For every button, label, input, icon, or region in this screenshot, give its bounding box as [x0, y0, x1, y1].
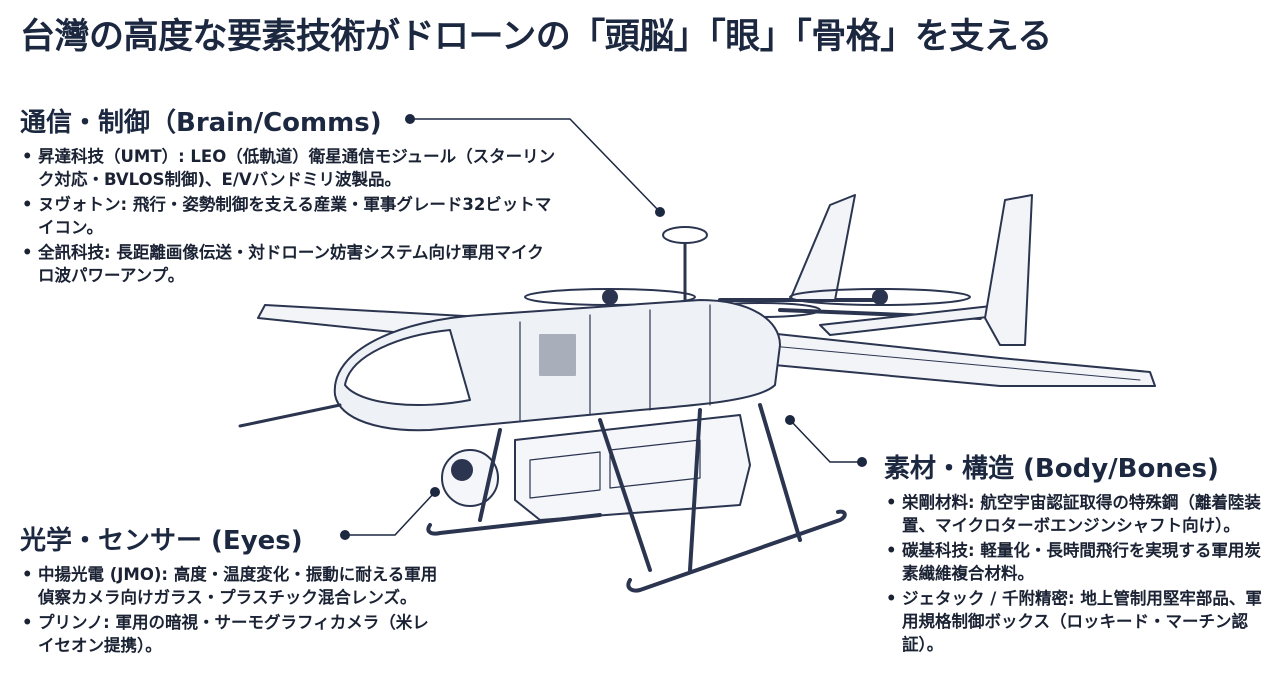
- right-wing: [719, 329, 1156, 387]
- callout-line-comms: [410, 118, 661, 213]
- list-item: ヌヴォトン: 飛行・姿勢制御を支える産業・軍事グレード32ビットマイコン。: [20, 193, 560, 239]
- vertical-tail-left: [789, 194, 856, 301]
- list-item: 栄剛材料: 航空宇宙認証取得の特殊鋼（離着陸装置、マイクロターボエンジンシャフト…: [884, 491, 1274, 537]
- list-item: 中揚光電 (JMO): 高度・温度変化・振動に耐える軍用偵察カメラ向けガラス・プ…: [20, 563, 440, 609]
- bullet-list: 中揚光電 (JMO): 高度・温度変化・振動に耐える軍用偵察カメラ向けガラス・プ…: [20, 563, 440, 657]
- list-item: 全訊科技: 長距離画像伝送・対ドローン妨害システム向け軍用マイクロ波パワーアンプ…: [20, 241, 560, 287]
- callout-dot: [785, 415, 795, 425]
- section-heading: 光学・センサー (Eyes): [20, 526, 303, 556]
- page-title: 台灣の高度な要素技術がドローンの「頭脳」「眼」「骨格」を支える: [20, 17, 1052, 57]
- list-item: 昇達科技（UMT）: LEO（低軌道）衛星通信モジュール（スターリンク対応・BV…: [20, 145, 560, 191]
- callout-dot: [655, 207, 665, 217]
- section-heading: 通信・制御（Brain/Comms): [20, 108, 382, 138]
- callout-dot: [430, 487, 440, 497]
- bullet-list: 栄剛材料: 航空宇宙認証取得の特殊鋼（離着陸装置、マイクロターボエンジンシャフト…: [884, 491, 1274, 656]
- callout-dot: [857, 457, 867, 467]
- section-comms: 通信・制御（Brain/Comms) 昇達科技（UMT）: LEO（低軌道）衛星…: [20, 102, 560, 289]
- canopy: [344, 329, 471, 406]
- payload-bay: [514, 414, 751, 521]
- list-item: 碳基科技: 軽量化・長時間飛行を実現する軍用炭素繊維複合材料。: [884, 539, 1274, 585]
- vertical-tail-right: [984, 194, 1033, 346]
- landing-gear: [478, 403, 802, 572]
- list-item: プリンノ: 軍用の暗視・サーモグラフィカメラ（米レイセオン提携）。: [20, 611, 440, 657]
- callout-line-body: [789, 419, 862, 463]
- section-eyes: 光学・センサー (Eyes) 中揚光電 (JMO): 高度・温度変化・振動に耐え…: [20, 520, 440, 659]
- list-item: ジェタック / 千附精密: 地上管制用堅牢部品、軍用規格制御ボックス（ロッキード…: [884, 587, 1274, 656]
- callout-dot: [340, 530, 350, 540]
- callout-line-eyes: [345, 491, 436, 536]
- callout-dot: [405, 114, 415, 124]
- bullet-list: 昇達科技（UMT）: LEO（低軌道）衛星通信モジュール（スターリンク対応・BV…: [20, 145, 560, 287]
- section-heading: 素材・構造 (Body/Bones): [884, 454, 1219, 484]
- section-body: 素材・構造 (Body/Bones) 栄剛材料: 航空宇宙認証取得の特殊鋼（離着…: [884, 448, 1274, 658]
